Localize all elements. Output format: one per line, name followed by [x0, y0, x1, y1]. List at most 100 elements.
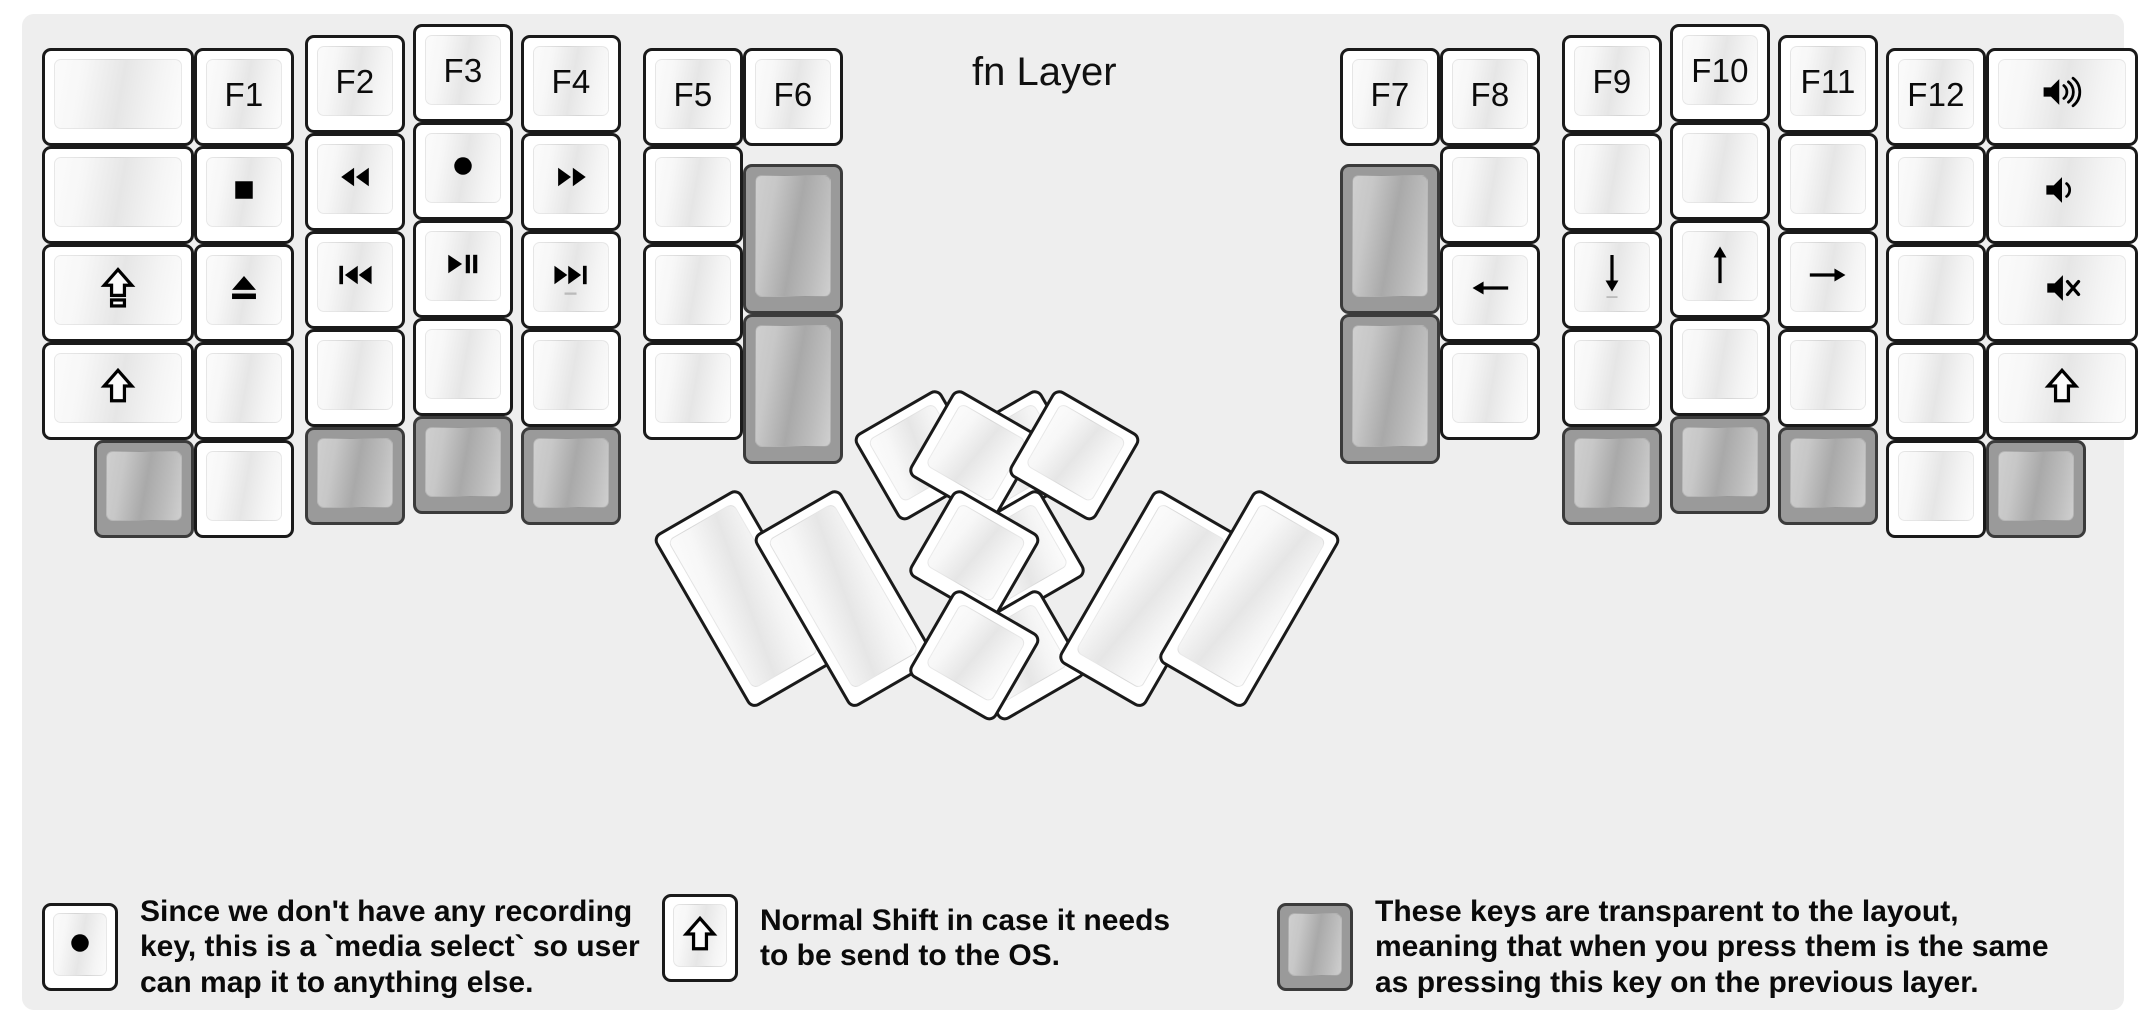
keycap-surface: [533, 144, 609, 214]
key-r-c5-r4[interactable]: [1778, 329, 1878, 427]
key-r-c6-r5[interactable]: [1886, 440, 1986, 538]
keycap-surface: F6: [755, 59, 831, 129]
keycap-surface: [425, 329, 501, 399]
keycap-surface: [317, 144, 393, 214]
key-r-c3-r2[interactable]: [1562, 133, 1662, 231]
key-r-c1-r3[interactable]: [1340, 314, 1440, 464]
key-l-c1-r2[interactable]: [42, 146, 194, 244]
key-l-c3-r4[interactable]: [305, 329, 405, 427]
key-l-c7-r1[interactable]: F6: [743, 48, 843, 146]
key-l-c3-r2[interactable]: [305, 133, 405, 231]
key-l-c6-r2[interactable]: [643, 146, 743, 244]
key-r-c2-r4[interactable]: [1440, 342, 1540, 440]
next-track-icon: [548, 252, 594, 302]
key-label: F5: [673, 75, 713, 113]
key-l-c6-r1[interactable]: F5: [643, 48, 743, 146]
legend-line: to be send to the OS.: [760, 939, 1061, 972]
key-r-c6-r3[interactable]: [1886, 244, 1986, 342]
keycap-surface: [1682, 427, 1758, 497]
key-r-c4-r4[interactable]: [1670, 318, 1770, 416]
key-l-c5-r4[interactable]: [521, 329, 621, 427]
key-r-c2-r3[interactable]: [1440, 244, 1540, 342]
key-l-c4-r4[interactable]: [413, 318, 513, 416]
shift-arrow-icon: [95, 363, 141, 413]
key-l-c6-r3[interactable]: [643, 244, 743, 342]
keycap-surface: [1024, 402, 1127, 503]
key-l-c3-r3[interactable]: [305, 231, 405, 329]
keycap-surface: [655, 353, 731, 423]
key-r-c3-r4[interactable]: [1562, 329, 1662, 427]
keycap-surface: F4: [533, 46, 609, 116]
keycap-surface: [1452, 353, 1528, 423]
key-r-c6-r4[interactable]: [1886, 342, 1986, 440]
key-r-c4-r5[interactable]: [1670, 416, 1770, 514]
keycap-surface: [1790, 340, 1866, 410]
key-r-c6-r1[interactable]: F12: [1886, 48, 1986, 146]
keycap-surface: [1682, 133, 1758, 203]
key-l-c5-r1[interactable]: F4: [521, 35, 621, 133]
key-l-c2-r5[interactable]: [194, 440, 294, 538]
key-r-c3-r5[interactable]: [1562, 427, 1662, 525]
key-l-c4-r5[interactable]: [413, 416, 513, 514]
key-r-c7-r3[interactable]: [1986, 244, 2138, 342]
key-r-c6-r2[interactable]: [1886, 146, 1986, 244]
arrow-up-icon: [1697, 241, 1743, 291]
key-l-c1-r3[interactable]: [42, 244, 194, 342]
legend-line: can map it to anything else.: [140, 965, 534, 999]
key-l-c4-r1[interactable]: F3: [413, 24, 513, 122]
key-l-c4-r3[interactable]: [413, 220, 513, 318]
key-l-c5-r3[interactable]: [521, 231, 621, 329]
keycap-surface: F12: [1898, 59, 1974, 129]
key-l-c1-r5[interactable]: [94, 440, 194, 538]
key-r-c5-r2[interactable]: [1778, 133, 1878, 231]
key-r-c3-r1[interactable]: F9: [1562, 35, 1662, 133]
key-r-c5-r5[interactable]: [1778, 427, 1878, 525]
key-l-c5-r5[interactable]: [521, 427, 621, 525]
key-l-c3-r5[interactable]: [305, 427, 405, 525]
keycap-surface: [1574, 340, 1650, 410]
keycap-surface: [1682, 329, 1758, 399]
key-l-c7-r3[interactable]: [743, 314, 843, 464]
key-l-c3-r1[interactable]: F2: [305, 35, 405, 133]
key-r-c4-r2[interactable]: [1670, 122, 1770, 220]
key-l-c7-r2[interactable]: [743, 164, 843, 314]
keycap-surface: [1898, 353, 1974, 423]
key-r-c4-r1[interactable]: F10: [1670, 24, 1770, 122]
keycap-surface: [1574, 144, 1650, 214]
key-l-c2-r2[interactable]: [194, 146, 294, 244]
key-r-c5-r1[interactable]: F11: [1778, 35, 1878, 133]
key-r-c7-r2[interactable]: [1986, 146, 2138, 244]
key-r-c7-r4[interactable]: [1986, 342, 2138, 440]
key-l-c6-r4[interactable]: [643, 342, 743, 440]
legend-line: These keys are transparent to the layout…: [1375, 895, 1959, 928]
key-r-c7-r5[interactable]: [1986, 440, 2086, 538]
key-r-c3-r3[interactable]: [1562, 231, 1662, 329]
key-l-c2-r4[interactable]: [194, 342, 294, 440]
keycap-surface: [1898, 255, 1974, 325]
keycap-surface: F10: [1682, 35, 1758, 105]
eject-icon: [221, 265, 267, 315]
key-r-c2-r2[interactable]: [1440, 146, 1540, 244]
keycap-surface: F5: [655, 59, 731, 129]
keycap-surface: [1452, 157, 1528, 227]
key-label: F9: [1592, 62, 1632, 100]
key-r-c1-r2[interactable]: [1340, 164, 1440, 314]
key-l-c4-r2[interactable]: [413, 122, 513, 220]
key-r-c5-r3[interactable]: [1778, 231, 1878, 329]
key-r-c1-r1[interactable]: F7: [1340, 48, 1440, 146]
keycap-surface: [425, 133, 501, 203]
key-r-c2-r1[interactable]: F8: [1440, 48, 1540, 146]
key-l-c5-r2[interactable]: [521, 133, 621, 231]
legend-line: key, this is a `media select` so user: [140, 930, 640, 964]
keycap-surface: F11: [1790, 46, 1866, 116]
key-r-c4-r3[interactable]: [1670, 220, 1770, 318]
keycap-surface: [317, 340, 393, 410]
legend-line: meaning that when you press them is the …: [1375, 930, 2049, 964]
key-l-c1-r4[interactable]: [42, 342, 194, 440]
key-l-c2-r1[interactable]: F1: [194, 48, 294, 146]
key-l-c2-r3[interactable]: [194, 244, 294, 342]
key-l-c1-r1[interactable]: [42, 48, 194, 146]
key-r-c7-r1[interactable]: [1986, 48, 2138, 146]
